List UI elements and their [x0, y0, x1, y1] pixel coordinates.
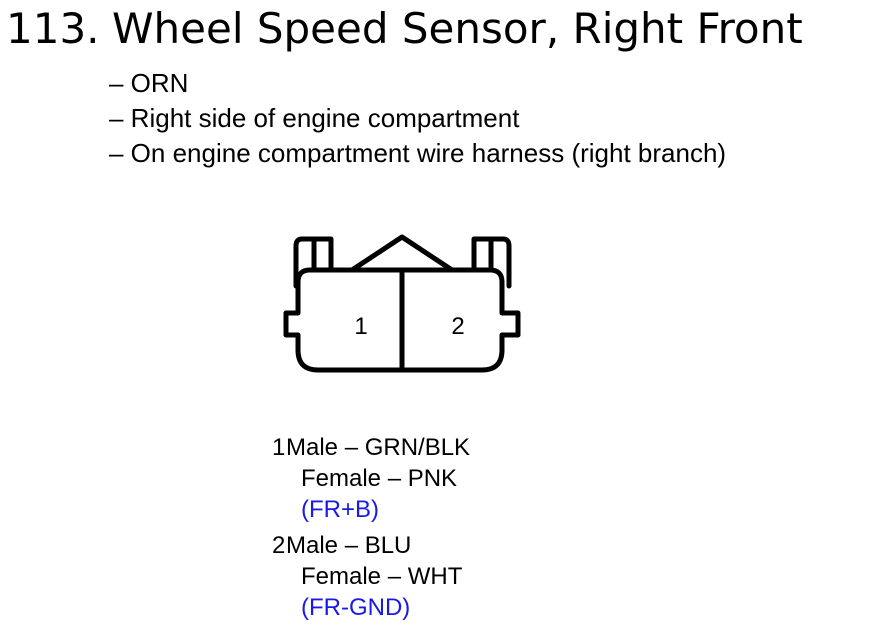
pin-signal: (FR-GND) — [301, 594, 411, 621]
connector-face-diagram: 1 2 — [283, 234, 521, 373]
pin-female-wire: Female – WHT — [301, 563, 463, 590]
pin-number: 2 — [272, 532, 286, 559]
connector-title: Wheel Speed Sensor, Right Front — [112, 4, 803, 53]
pin-male-wire: Male – BLU — [286, 532, 412, 559]
pin-female-wire: Female – PNK — [301, 465, 458, 492]
pin-1: 1 Male – GRN/BLK Female – PNK (FR+B) — [272, 432, 470, 525]
detail-location: – Right side of engine compartment — [109, 103, 520, 133]
cavity-label-1: 1 — [354, 313, 367, 340]
left-latch — [293, 236, 334, 289]
connector-number: 113. — [6, 4, 100, 53]
detail-harness: – On engine compartment wire harness (ri… — [109, 138, 727, 168]
right-latch — [471, 236, 512, 289]
locking-tab — [349, 234, 455, 273]
connector-details: – ORN – Right side of engine compartment… — [109, 66, 726, 171]
detail-color: – ORN — [109, 68, 189, 98]
pin-assignment-list: 1 Male – GRN/BLK Female – PNK (FR+B) 2 M… — [272, 432, 470, 623]
connector-heading: 113.Wheel Speed Sensor, Right Front — [6, 0, 803, 60]
pin-signal: (FR+B) — [301, 496, 379, 523]
pin-male-wire: Male – GRN/BLK — [286, 434, 471, 461]
pin-2: 2 Male – BLU Female – WHT (FR-GND) — [272, 530, 470, 623]
cavity-label-2: 2 — [451, 313, 464, 340]
pin-number: 1 — [272, 434, 286, 461]
